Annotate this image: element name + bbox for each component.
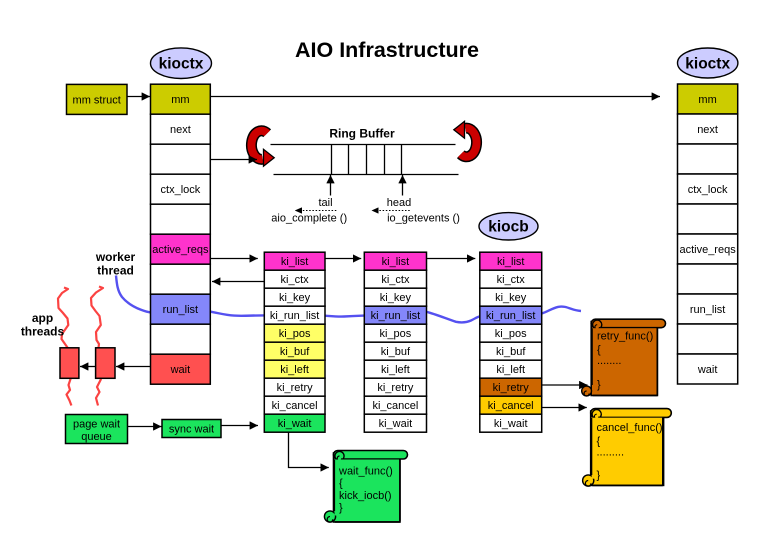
svg-text:ki_ctx: ki_ctx (497, 274, 526, 286)
svg-text:ki_buf: ki_buf (496, 346, 526, 358)
svg-text:ki_ctx: ki_ctx (381, 274, 410, 286)
svg-text:wait: wait (697, 364, 718, 376)
svg-text:ki_key: ki_key (279, 292, 311, 304)
svg-text:wait_func(): wait_func() (338, 465, 393, 477)
svg-text:page wait: page wait (73, 419, 120, 431)
svg-text:.........: ......... (597, 447, 625, 459)
svg-text:ctx_lock: ctx_lock (688, 184, 728, 196)
svg-text:ki_key: ki_key (380, 292, 412, 304)
svg-text:ki_ctx: ki_ctx (281, 274, 310, 286)
svg-text:aio_complete (): aio_complete () (271, 212, 347, 224)
svg-text:mm: mm (698, 94, 716, 106)
svg-text:........: ........ (597, 355, 621, 367)
svg-text:ki_list: ki_list (281, 256, 309, 268)
svg-text:ctx_lock: ctx_lock (161, 184, 201, 196)
svg-text:next: next (170, 124, 191, 136)
svg-text:ki_run_list: ki_run_list (486, 310, 536, 322)
svg-text:mm: mm (171, 94, 189, 106)
svg-text:thread: thread (97, 264, 134, 278)
svg-text:ki_retry: ki_retry (377, 382, 414, 394)
svg-text:cancel_func(): cancel_func() (597, 422, 663, 434)
svg-text:ki_wait: ki_wait (494, 418, 528, 430)
svg-text:run_list: run_list (163, 304, 198, 316)
svg-text:ki_retry: ki_retry (493, 382, 530, 394)
svg-text:ki_pos: ki_pos (380, 328, 412, 340)
svg-text:ki_run_list: ki_run_list (270, 310, 320, 322)
svg-text:ki_pos: ki_pos (279, 328, 311, 340)
svg-text:head: head (387, 197, 411, 209)
svg-text:ki_wait: ki_wait (379, 418, 413, 430)
svg-text:ki_buf: ki_buf (280, 346, 310, 358)
svg-text:queue: queue (81, 431, 112, 443)
svg-text:retry_func(): retry_func() (597, 331, 653, 343)
svg-text:ki_list: ki_list (382, 256, 410, 268)
svg-text:worker: worker (95, 250, 136, 264)
svg-text:ki_left: ki_left (280, 364, 309, 376)
svg-text:io_getevents (): io_getevents () (387, 212, 460, 224)
svg-text:ki_pos: ki_pos (495, 328, 527, 340)
svg-text:wait: wait (170, 364, 191, 376)
svg-text:ki_retry: ki_retry (277, 382, 314, 394)
svg-text:}: } (597, 469, 601, 481)
svg-text:ki_list: ki_list (497, 256, 525, 268)
svg-text:tail: tail (318, 197, 332, 209)
svg-text:Ring Buffer: Ring Buffer (329, 127, 395, 141)
svg-text:ki_left: ki_left (496, 364, 525, 376)
svg-text:run_list: run_list (690, 304, 725, 316)
svg-text:active_reqs: active_reqs (152, 244, 209, 256)
svg-text:ki_cancel: ki_cancel (488, 400, 534, 412)
svg-text:ki_cancel: ki_cancel (272, 400, 318, 412)
svg-text:}: } (597, 379, 601, 391)
svg-text:kioctx: kioctx (159, 56, 204, 73)
svg-text:ki_cancel: ki_cancel (372, 400, 418, 412)
svg-text:ki_run_list: ki_run_list (371, 310, 421, 322)
svg-text:{: { (597, 344, 601, 356)
svg-text:ki_buf: ki_buf (381, 346, 411, 358)
svg-text:kiocb: kiocb (488, 219, 528, 236)
svg-text:{: { (597, 435, 601, 447)
svg-text:kioctx: kioctx (685, 56, 730, 73)
svg-text:kick_iocb(): kick_iocb() (339, 490, 392, 502)
svg-text:sync wait: sync wait (169, 424, 214, 436)
svg-text:active_reqs: active_reqs (679, 244, 736, 256)
svg-text:next: next (697, 124, 718, 136)
svg-text:AIO Infrastructure: AIO Infrastructure (295, 38, 479, 62)
svg-text:ki_key: ki_key (495, 292, 527, 304)
svg-text:ki_wait: ki_wait (278, 418, 312, 430)
svg-text:mm struct: mm struct (73, 95, 121, 107)
svg-text:ki_left: ki_left (381, 364, 410, 376)
svg-text:app: app (32, 311, 53, 325)
svg-text:threads: threads (21, 324, 65, 338)
svg-text:{: { (339, 478, 343, 490)
svg-text:}: } (339, 502, 343, 514)
